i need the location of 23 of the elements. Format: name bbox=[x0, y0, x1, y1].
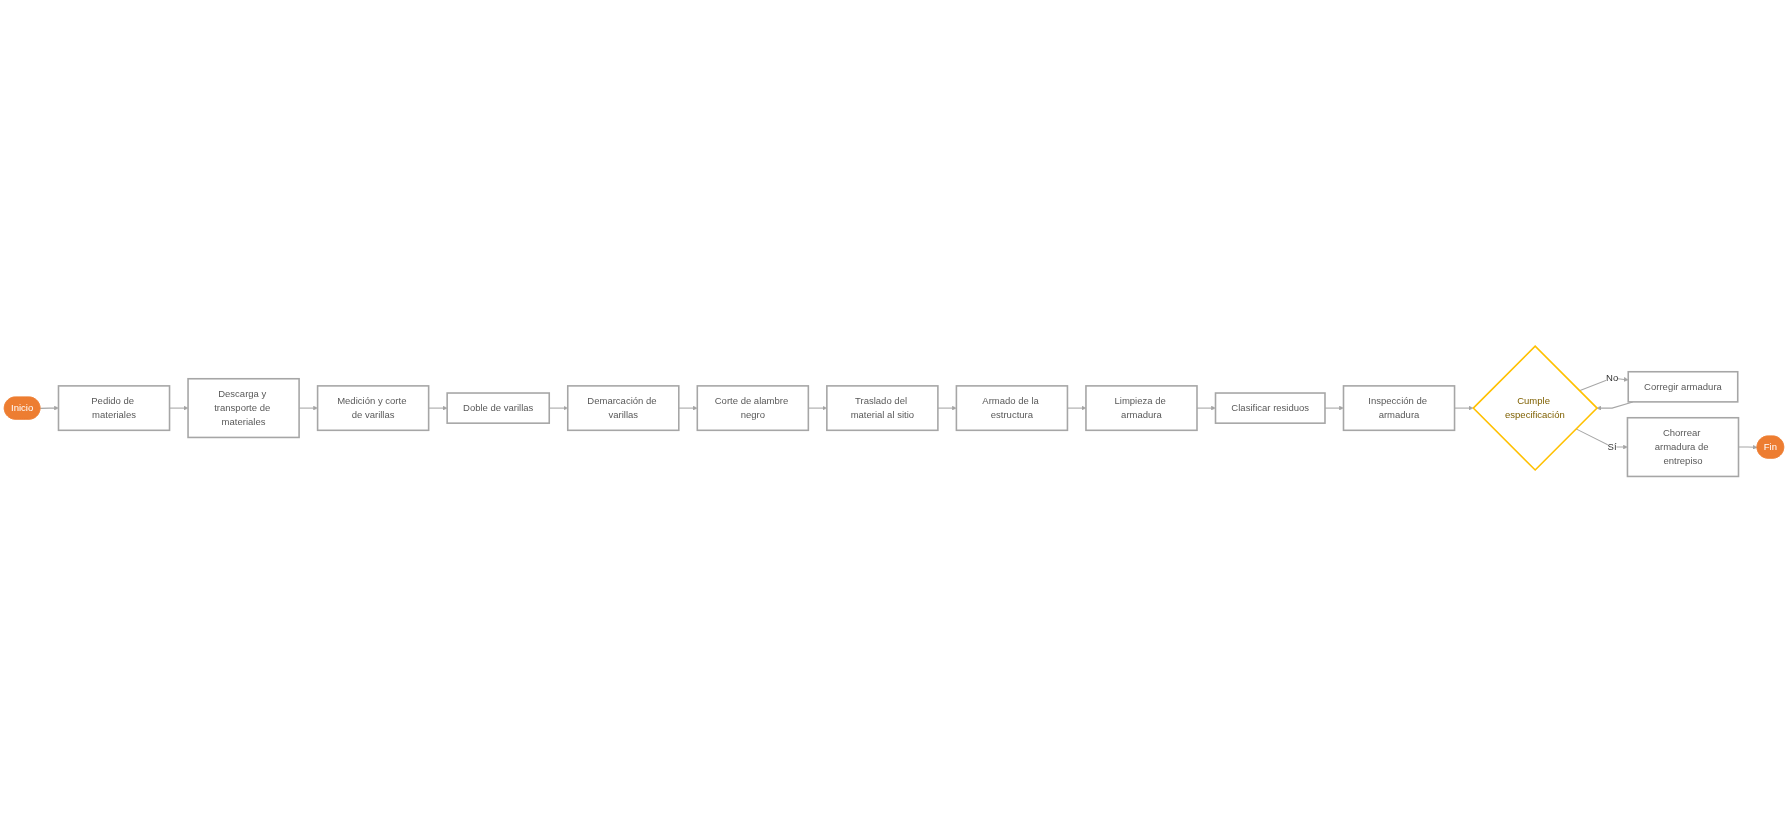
edge-label: Sí bbox=[1607, 441, 1617, 453]
node-box: Demarcación de varillas bbox=[566, 385, 680, 432]
node-box: Traslado del material al sitio bbox=[826, 385, 939, 432]
node-box: Descarga y transporte de materiales bbox=[187, 378, 300, 439]
node-box: Limpieza de armadura bbox=[1085, 385, 1198, 432]
node-diamond: Cumple especificación bbox=[1472, 345, 1599, 472]
arrow bbox=[1196, 405, 1216, 411]
edge-label: No bbox=[1606, 372, 1619, 384]
arrow bbox=[1324, 405, 1344, 411]
arrow bbox=[428, 405, 448, 411]
node-box: Clasificar residuos bbox=[1214, 392, 1326, 425]
node-box: Corte de alambre negro bbox=[696, 385, 810, 432]
arrow bbox=[937, 405, 957, 411]
node-box: Armado de la estructura bbox=[955, 385, 1069, 432]
arrow bbox=[169, 405, 189, 411]
node-box: Corregir armadura bbox=[1627, 371, 1739, 403]
node-box: Inspección de armadura bbox=[1342, 385, 1456, 432]
arrow bbox=[39, 405, 59, 411]
node-box: Medición y corte de varillas bbox=[316, 385, 430, 432]
node-box: Doble de varillas bbox=[446, 392, 551, 425]
arrow bbox=[1454, 405, 1474, 411]
node-box: Pedido de materiales bbox=[57, 385, 171, 432]
node-box: Chorrear armadura de entrepiso bbox=[1626, 417, 1740, 478]
